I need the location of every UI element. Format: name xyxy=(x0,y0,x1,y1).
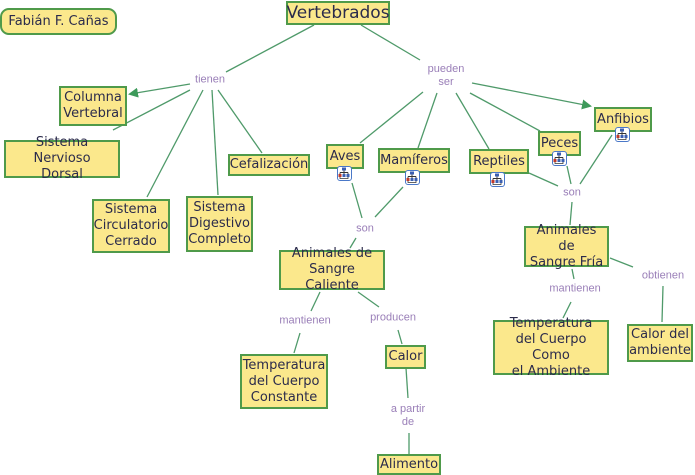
phrase-obtienen: obtienen xyxy=(641,269,685,283)
phrase-producen: producen xyxy=(370,311,416,325)
phrase-a-partir-de: a partir de xyxy=(390,403,426,429)
concept-cefalizacion[interactable]: Cefalización xyxy=(228,154,310,176)
concept-sangre-fria[interactable]: Animales de Sangre Fría xyxy=(524,223,609,270)
phrase-tienen: tienen xyxy=(195,73,225,87)
link-aves-son xyxy=(351,182,363,219)
link-tienen-cefalizacion xyxy=(217,89,263,154)
link-producen-calor xyxy=(397,329,403,345)
concept-sangre-caliente[interactable]: Animales de Sangre Caliente xyxy=(279,246,385,293)
link-mamiferos-son xyxy=(374,186,404,218)
link-son-caliente xyxy=(349,237,357,249)
concept-aves[interactable]: Aves xyxy=(326,144,364,169)
concept-sistema-nervioso[interactable]: Sistema Nervioso Dorsal xyxy=(4,135,120,182)
concept-reptiles[interactable]: Reptiles xyxy=(469,149,529,174)
phrase-son-caliente: son xyxy=(356,222,374,236)
link-pueden-reptiles xyxy=(455,92,490,150)
phrase-pueden-ser: pueden ser xyxy=(427,63,465,89)
concept-sistema-circulatorio[interactable]: Sistema Circulatorio Cerrado xyxy=(92,199,170,253)
submap-icon-mamiferos[interactable] xyxy=(405,170,420,185)
concept-temperatura-ambiente[interactable]: Temperatura del Cuerpo Como el Ambiente xyxy=(493,316,609,379)
link-tienen-columna xyxy=(128,83,191,98)
link-anfibios-son xyxy=(579,134,613,185)
link-obtienen-calorpamb xyxy=(661,285,664,323)
concept-anfibios[interactable]: Anfibios xyxy=(594,107,652,132)
concept-calor[interactable]: Calor xyxy=(385,345,426,369)
link-mantienen-temp xyxy=(293,332,301,354)
submap-icon-reptiles[interactable] xyxy=(490,172,505,187)
link-fria-obtienen xyxy=(609,257,634,268)
link-calor-apartir xyxy=(405,367,409,399)
concept-temperatura-constante[interactable]: Temperatura del Cuerpo Constante xyxy=(240,354,328,409)
concept-alimento[interactable]: Alimento xyxy=(377,454,441,475)
link-caliente-mantienen xyxy=(310,291,321,312)
link-vertebrados-pueden xyxy=(360,24,421,61)
link-reptiles-son xyxy=(528,172,559,187)
phrase-mantienen-fria: mantienen xyxy=(549,282,601,296)
link-pueden-peces xyxy=(469,92,541,132)
link-tienen-circulatorio xyxy=(146,89,204,198)
phrase-son-fria: son xyxy=(563,186,581,200)
concept-columna-vertebral[interactable]: Columna Vertebral xyxy=(59,86,127,126)
author-label: Fabián F. Cañas xyxy=(0,8,117,35)
link-son-fria xyxy=(569,201,573,226)
concept-sistema-digestivo[interactable]: Sistema Digestivo Completo xyxy=(186,196,253,252)
submap-icon-peces[interactable] xyxy=(552,151,567,166)
link-pueden-aves xyxy=(359,91,424,144)
link-mantienen-tempamb xyxy=(562,301,572,319)
submap-icon-aves[interactable] xyxy=(337,166,352,181)
concept-vertebrados[interactable]: Vertebrados xyxy=(286,1,390,25)
phrase-mantienen-caliente: mantienen xyxy=(279,314,331,328)
link-caliente-producen xyxy=(357,291,380,308)
link-fria-mantienen xyxy=(571,268,575,280)
link-pueden-mamiferos xyxy=(417,92,438,149)
link-peces-son xyxy=(566,165,572,185)
link-vertebrados-tienen xyxy=(225,24,315,73)
link-tienen-digestivo xyxy=(211,89,219,196)
concept-calor-ambiente[interactable]: Calor del ambiente xyxy=(627,324,693,362)
link-pueden-anfibios xyxy=(471,82,592,110)
submap-icon-anfibios[interactable] xyxy=(615,127,630,142)
